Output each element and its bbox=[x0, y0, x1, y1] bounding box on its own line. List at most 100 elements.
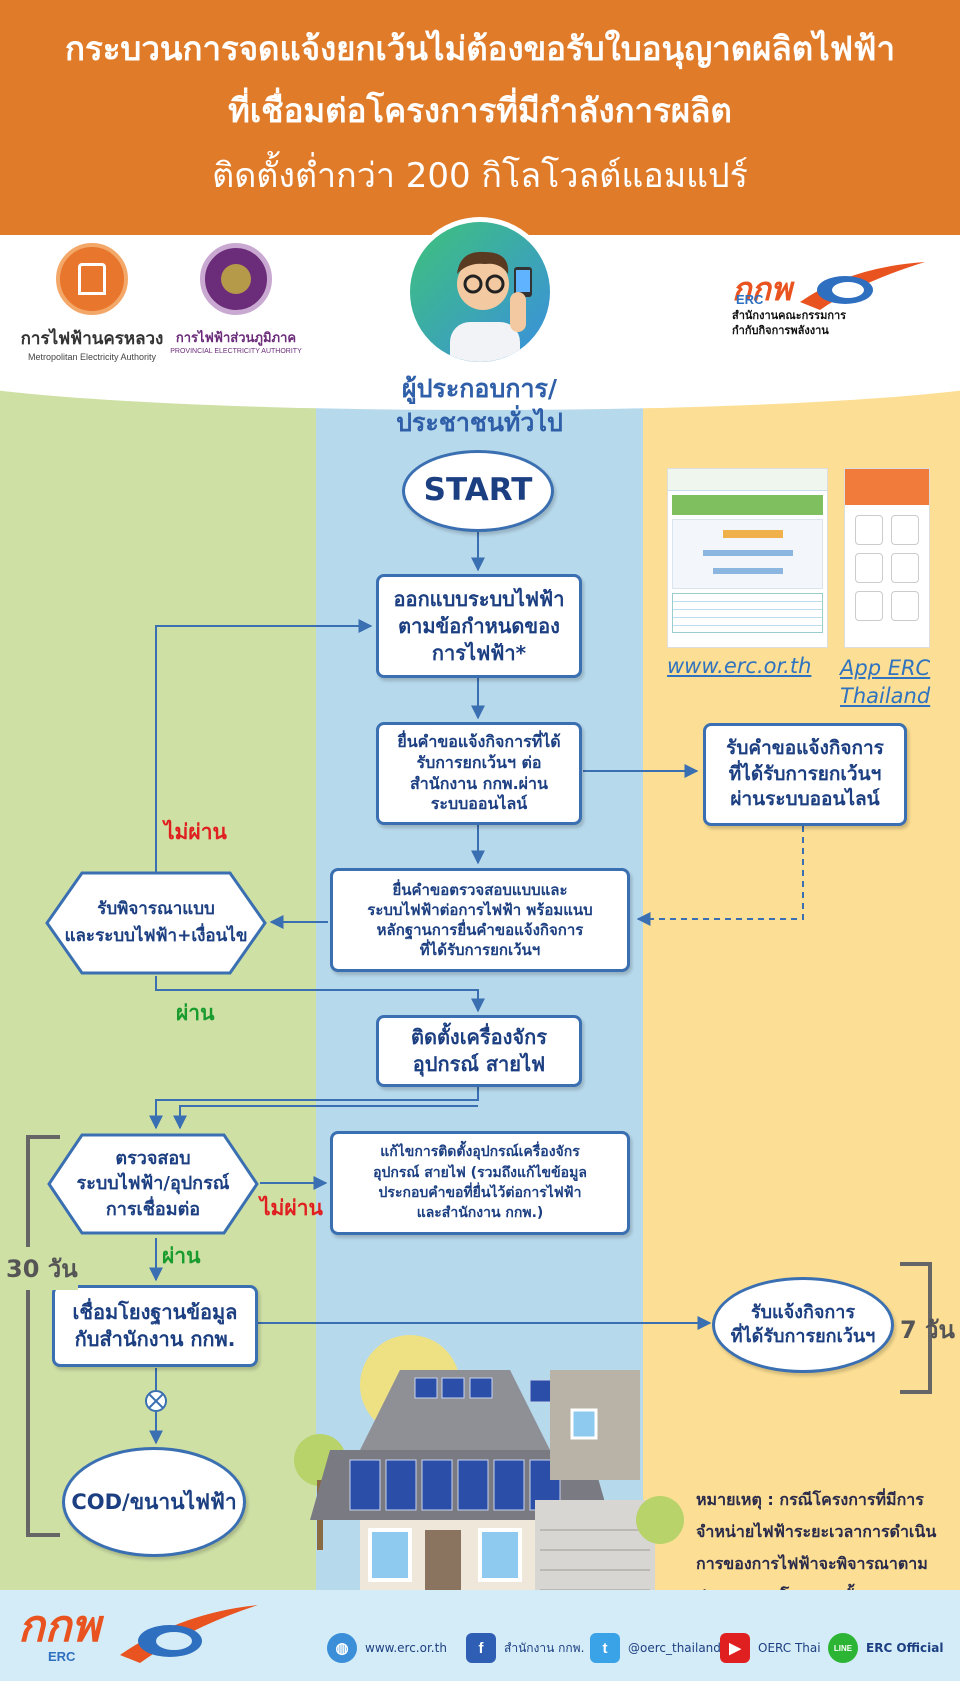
inspect-line-3: การเชื่อมต่อ bbox=[105, 1198, 201, 1220]
submit-notice-line-3: สำนักงาน กกพ.ผ่าน bbox=[410, 773, 548, 793]
title-line-3: ติดตั้งต่ำกว่า 200 กิโลโวลต์แอมแปร์ bbox=[212, 156, 748, 196]
footer-facebook-text[interactable]: สำนักงาน กกพ. bbox=[504, 1640, 585, 1655]
notified-line-1: รับแจ้งกิจการ bbox=[750, 1301, 856, 1323]
footer-erc-mark: กกพ bbox=[18, 1602, 101, 1651]
fail-label-inspect: ไม่ผ่าน bbox=[260, 1196, 323, 1220]
header-banner: กระบวนการจดแจ้งยกเว้นไม่ต้องขอรับใบอนุญา… bbox=[0, 0, 960, 235]
junction-x-icon bbox=[145, 1390, 167, 1412]
footer-twitter[interactable]: t @oerc_thailand bbox=[590, 1633, 721, 1663]
review-decision-node: รับพิจารณาแบบ และระบบไฟฟ้า+เงื่อนไข bbox=[44, 870, 268, 976]
pass-label-inspect: ผ่าน bbox=[162, 1244, 201, 1268]
footer-erc-sub: ERC bbox=[48, 1649, 76, 1664]
mea-emblem-icon bbox=[56, 243, 128, 315]
submit-notice-line-4: ระบบออนไลน์ bbox=[430, 794, 528, 814]
erc-office-line1: สำนักงานคณะกรรมการ bbox=[732, 309, 847, 322]
pea-logo: การไฟฟ้าส่วนภูมิภาค PROVINCIAL ELECTRICI… bbox=[166, 243, 306, 355]
inspect-line-1: ตรวจสอบ bbox=[115, 1148, 191, 1170]
days-30-label: 30 วัน bbox=[6, 1247, 78, 1290]
install-node: ติดตั้งเครื่องจักร อุปกรณ์ สายไฟ bbox=[376, 1015, 582, 1087]
fix-line-2: อุปกรณ์ สายไฟ (รวมถึงแก้ไขข้อมูล bbox=[373, 1164, 587, 1181]
link-data-line-1: เชื่อมโยงฐานข้อมูล bbox=[72, 1300, 238, 1324]
title-line-2: ที่เชื่อมต่อโครงการที่มีกำลังการผลิต bbox=[228, 91, 732, 130]
receive-notice-line-2: ที่ได้รับการยกเว้นฯ bbox=[728, 762, 882, 785]
twitter-icon: t bbox=[590, 1633, 620, 1663]
line-icon: LINE bbox=[828, 1633, 858, 1663]
erc-sub: ERC bbox=[736, 292, 764, 307]
submit-check-node: ยื่นคำขอตรวจสอบแบบและ ระบบไฟฟ้าต่อการไฟฟ… bbox=[330, 868, 630, 972]
fail-label-review: ไม่ผ่าน bbox=[164, 820, 227, 844]
design-line-2: ตามข้อกำหนดของ bbox=[398, 613, 560, 638]
actor-label: ผู้ประกอบการ/ ประชาชนทั่วไป bbox=[316, 372, 643, 440]
youtube-icon: ▶ bbox=[720, 1633, 750, 1663]
bracket-7-days bbox=[900, 1262, 932, 1394]
mea-name: การไฟฟ้านครหลวง bbox=[20, 329, 164, 348]
title-line-1: กระบวนการจดแจ้งยกเว้นไม่ต้องขอรับใบอนุญา… bbox=[65, 29, 895, 68]
design-system-node: ออกแบบระบบไฟฟ้า ตามข้อกำหนดของ การไฟฟ้า* bbox=[376, 574, 582, 678]
notified-line-2: ที่ได้รับการยกเว้นฯ bbox=[730, 1326, 876, 1347]
hexagon-shape-icon bbox=[47, 1133, 259, 1235]
pea-emblem-icon bbox=[200, 243, 272, 315]
submit-check-line-1: ยื่นคำขอตรวจสอบแบบและ bbox=[392, 880, 568, 899]
website-link[interactable]: www.erc.or.th bbox=[667, 654, 812, 678]
erc-logo: กกพ ERC สำนักงานคณะกรรมการ กำกับกิจการพล… bbox=[730, 262, 930, 342]
link-database-node: เชื่อมโยงฐานข้อมูล กับสำนักงาน กกพ. bbox=[52, 1285, 258, 1367]
start-node: START bbox=[402, 450, 554, 532]
submit-check-line-4: ที่ได้รับการยกเว้นฯ bbox=[419, 941, 541, 960]
globe-icon: ◍ bbox=[327, 1633, 357, 1663]
solar-house-illustration bbox=[294, 1335, 684, 1620]
footer-erc-logo: กกพ ERC bbox=[18, 1602, 101, 1665]
mea-logo: การไฟฟ้านครหลวง Metropolitan Electricity… bbox=[12, 243, 172, 362]
app-link-line2[interactable]: Thailand bbox=[840, 684, 931, 708]
review-text: รับพิจารณาแบบ และระบบไฟฟ้า+เงื่อนไข bbox=[65, 896, 248, 950]
erc-office-line2: กำกับกิจการพลังงาน bbox=[732, 324, 829, 337]
submit-notice-line-1: ยื่นคำขอแจ้งกิจการที่ได้ bbox=[397, 731, 561, 751]
review-line-1: รับพิจารณาแบบ bbox=[97, 898, 215, 919]
app-screenshot bbox=[844, 468, 930, 648]
app-link-line1[interactable]: App ERC bbox=[840, 656, 931, 680]
erc-office-name: สำนักงานคณะกรรมการ กำกับกิจการพลังงาน bbox=[732, 308, 846, 338]
inspect-decision-node: ตรวจสอบ ระบบไฟฟ้า/อุปกรณ์ การเชื่อมต่อ bbox=[46, 1132, 260, 1236]
days-7-label: 7 วัน bbox=[900, 1316, 955, 1344]
pass-label-review: ผ่าน bbox=[176, 1001, 215, 1025]
submit-notice-node: ยื่นคำขอแจ้งกิจการที่ได้ รับการยกเว้นฯ ต… bbox=[376, 722, 582, 825]
review-line-2: และระบบไฟฟ้า+เงื่อนไข bbox=[64, 926, 248, 946]
footer-line[interactable]: LINE ERC Official bbox=[828, 1633, 943, 1663]
footer-twitter-text[interactable]: @oerc_thailand bbox=[628, 1641, 721, 1655]
pea-name: การไฟฟ้าส่วนภูมิภาค bbox=[175, 330, 297, 345]
facebook-icon: f bbox=[466, 1633, 496, 1663]
inspect-line-2: ระบบไฟฟ้า/อุปกรณ์ bbox=[76, 1173, 230, 1195]
bracket-30-days bbox=[26, 1135, 60, 1537]
footer-website-text[interactable]: www.erc.or.th bbox=[365, 1641, 447, 1655]
receive-notice-line-3: ผ่านระบบออนไลน์ bbox=[730, 788, 880, 811]
design-line-3: การไฟฟ้า* bbox=[431, 640, 527, 665]
erc-mark: กกพ bbox=[732, 271, 792, 307]
link-data-line-2: กับสำนักงาน กกพ. bbox=[74, 1327, 236, 1351]
receive-notice-line-1: รับคำขอแจ้งกิจการ bbox=[726, 737, 884, 760]
pea-name-en: PROVINCIAL ELECTRICITY AUTHORITY bbox=[170, 348, 302, 355]
submit-check-line-3: หลักฐานการยื่นคำขอแจ้งกิจการ bbox=[376, 921, 584, 939]
actor-line1: ผู้ประกอบการ/ bbox=[401, 374, 558, 403]
hexagon-shape-icon bbox=[45, 871, 267, 975]
cod-node: COD/ขนานไฟฟ้า bbox=[62, 1447, 246, 1557]
person-avatar bbox=[405, 217, 555, 367]
actor-line2: ประชาชนทั่วไป bbox=[396, 408, 563, 437]
footer-youtube[interactable]: ▶ OERC Thai bbox=[720, 1633, 821, 1663]
install-line-2: อุปกรณ์ สายไฟ bbox=[412, 1052, 546, 1076]
inspect-text: ตรวจสอบ ระบบไฟฟ้า/อุปกรณ์ การเชื่อมต่อ bbox=[77, 1146, 230, 1222]
submit-notice-line-2: รับการยกเว้นฯ ต่อ bbox=[416, 752, 542, 772]
mea-name-en: Metropolitan Electricity Authority bbox=[27, 352, 157, 362]
footer-website[interactable]: ◍ www.erc.or.th bbox=[327, 1633, 447, 1663]
footer-youtube-text[interactable]: OERC Thai bbox=[758, 1641, 821, 1655]
notified-node: รับแจ้งกิจการ ที่ได้รับการยกเว้นฯ bbox=[712, 1277, 894, 1373]
footer-erc-swoosh-icon bbox=[120, 1605, 258, 1663]
design-line-1: ออกแบบระบบไฟฟ้า bbox=[393, 586, 565, 611]
fix-line-1: แก้ไขการติดตั้งอุปกรณ์เครื่องจักร bbox=[380, 1144, 580, 1161]
install-line-1: ติดตั้งเครื่องจักร bbox=[410, 1025, 548, 1049]
footer-line-text[interactable]: ERC Official bbox=[866, 1641, 944, 1655]
erc-swoosh-icon bbox=[800, 262, 925, 310]
submit-check-line-2: ระบบไฟฟ้าต่อการไฟฟ้า พร้อมแนบ bbox=[367, 900, 593, 919]
app-link[interactable]: App ERC Thailand bbox=[840, 654, 930, 710]
footer-facebook[interactable]: f สำนักงาน กกพ. bbox=[466, 1633, 584, 1663]
